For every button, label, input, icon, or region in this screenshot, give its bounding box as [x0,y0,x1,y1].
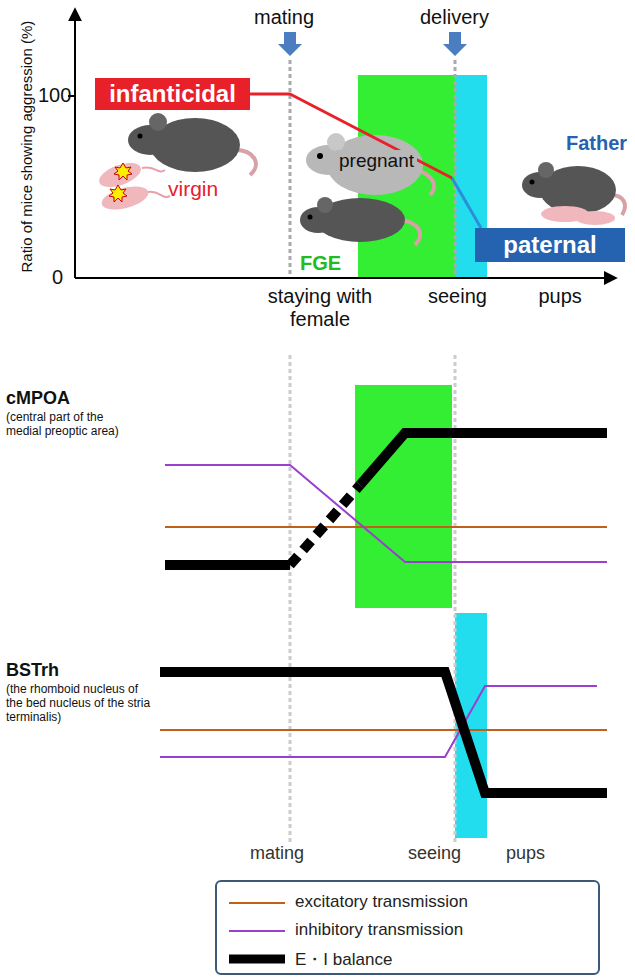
text-label: virgin [168,177,218,201]
legend-line [229,955,285,964]
pups [96,158,170,214]
mating-line [289,355,292,845]
ei-balance-line [160,672,607,793]
text-label: seeing pups [408,843,545,864]
delivery-line [454,60,457,278]
behavior-box: infanticidal [95,78,250,110]
legend-sample [227,890,287,916]
father-mouse [522,162,625,225]
virgin-mouse [128,113,256,175]
legend-line [229,902,285,904]
pregnant-mouse [306,133,434,195]
text-label: 100 [38,84,71,107]
event-arrow [278,32,467,56]
text-label: delivery [420,6,489,29]
text-label: staying with female [262,285,378,331]
text-label: mating [254,6,314,29]
behavior-trajectory [250,94,481,228]
text-label: pregnant [336,150,417,172]
text-label: mating [250,843,304,864]
legend-line [229,930,285,932]
text-label: FGE [300,252,341,275]
text-label: seeing pups [428,285,582,308]
inhibitory-line [165,465,607,562]
excitatory-line [160,729,607,731]
legend-box: excitatory transmission inhibitory transm… [215,880,600,975]
x-axis [75,277,615,279]
male-mouse [300,197,420,245]
text-label: cMPOA [6,388,70,409]
ei-balance-line [290,485,360,565]
y-axis [74,10,76,278]
legend-sample [227,946,287,972]
text-label: BSTrh [6,660,59,681]
fge-band [355,385,452,608]
legend-text: E・I balance [295,948,392,971]
behavior-box: paternal [475,228,625,262]
behavior-label: paternal [503,231,596,259]
axis-title: Ratio of mice showing aggression (%) [18,12,35,282]
excitatory-line [165,526,607,528]
text-label: 0 [52,266,63,289]
inhibitory-line [160,686,597,757]
legend-sample [227,918,287,944]
behavior-label: infanticidal [109,80,236,108]
text-label: (central part of the medial preoptic are… [6,411,136,439]
legend-text: inhibitory transmission [295,920,463,940]
legend-entry: E・I balance [217,946,598,972]
ei-balance-line [165,560,290,570]
text-label: Father [566,132,627,155]
ei-balance-line [360,433,607,485]
legend-text: excitatory transmission [295,892,468,912]
text-label: (the rhomboid nucleus of the bed nucleus… [6,683,156,724]
legend-entry: inhibitory transmission [217,918,598,944]
legend-entry: excitatory transmission [217,890,598,916]
